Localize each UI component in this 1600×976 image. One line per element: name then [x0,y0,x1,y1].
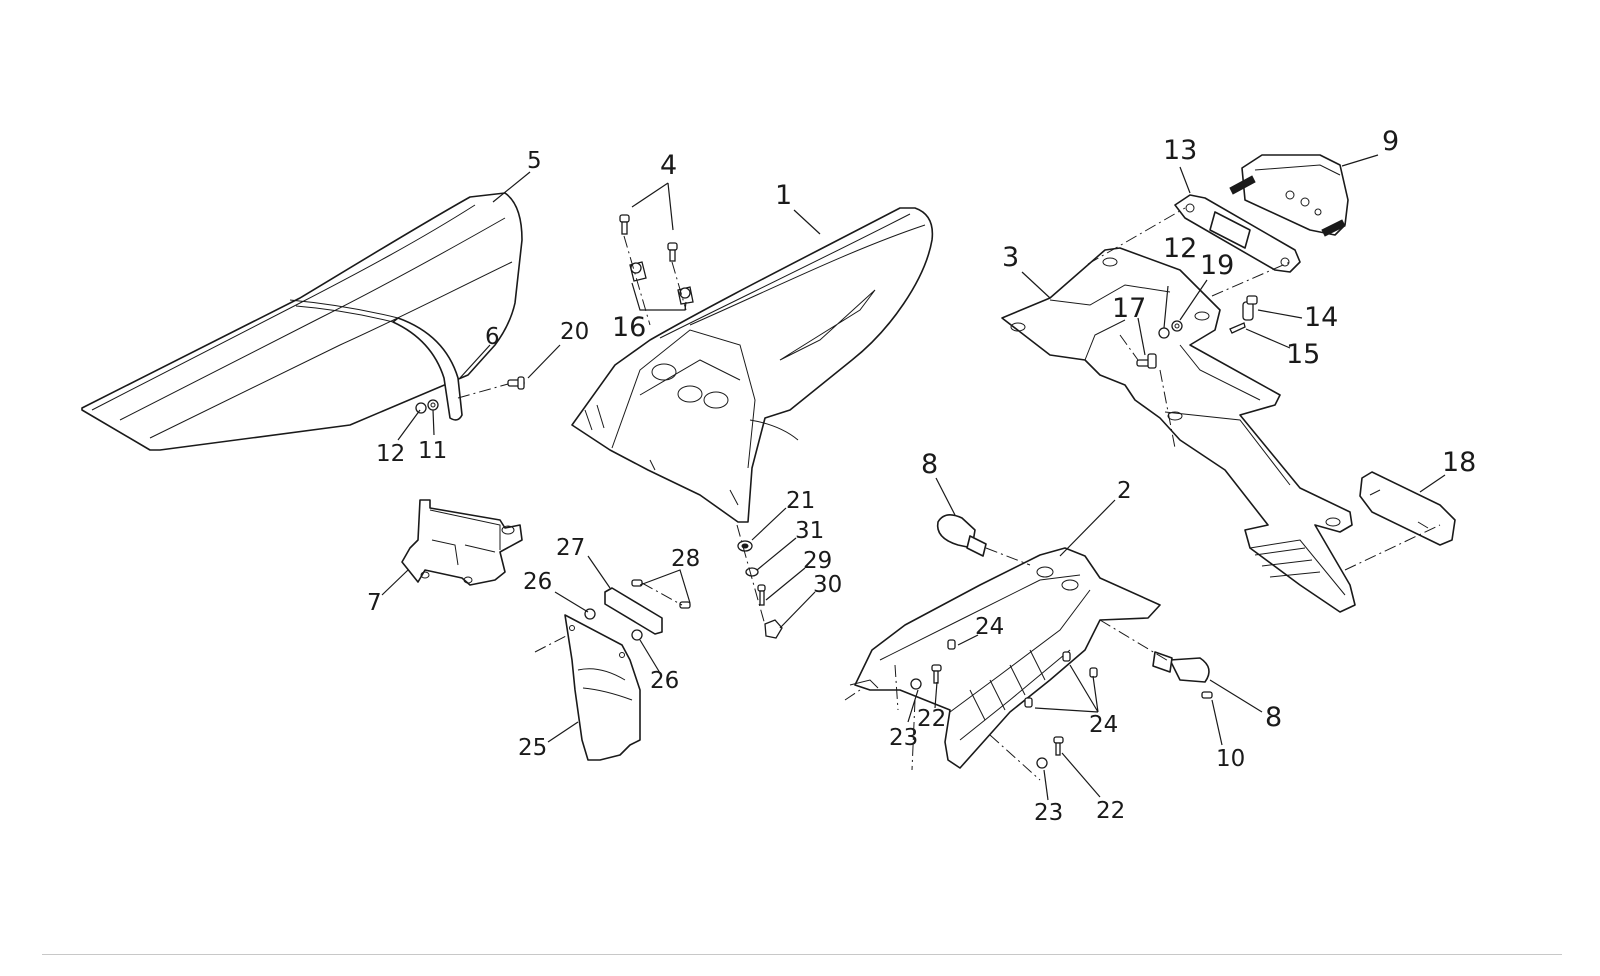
callout-9: 9 [1382,126,1399,157]
part-mud-flap [564,614,641,761]
callout-31: 31 [795,518,824,544]
callout-13: 13 [1163,135,1197,166]
part-rear-fender [571,207,934,523]
callout-23-lower: 23 [1034,800,1063,826]
part-tail-light [1229,154,1349,237]
callout-29: 29 [803,548,832,574]
callout-12-holder: 12 [1163,233,1197,264]
part-bracket [401,499,523,586]
hardware [415,214,1258,769]
callout-12-seat: 12 [376,441,405,467]
callout-6: 6 [485,324,500,350]
footer-divider [42,954,1562,955]
callout-labels: 1 2 3 4 5 6 7 8 8 9 10 11 12 12 13 14 15… [367,126,1476,826]
callout-1: 1 [775,180,792,211]
part-seat [81,192,523,451]
callout-23-upper: 23 [889,725,918,751]
assembly-centerlines [457,207,1441,781]
callout-8-upper: 8 [921,449,938,480]
callout-22-upper: 22 [917,706,946,732]
part-turn-signal-left [936,514,987,557]
callout-14: 14 [1304,302,1338,333]
part-reflector [1359,471,1456,546]
callout-22-lower: 22 [1096,798,1125,824]
callout-8-lower: 8 [1265,702,1282,733]
callout-11: 11 [418,438,447,464]
part-license-plate-holder [1001,247,1356,613]
callout-24-upper: 24 [975,614,1004,640]
callout-7: 7 [367,590,382,616]
callout-28: 28 [671,546,700,572]
callout-24-lower: 24 [1089,712,1118,738]
callout-19: 19 [1200,250,1234,281]
callout-3: 3 [1002,242,1019,273]
callout-27: 27 [556,535,585,561]
callout-18: 18 [1442,447,1476,478]
callout-4: 4 [660,150,677,181]
part-light-gasket [1174,194,1301,273]
callout-5: 5 [527,148,542,174]
part-turn-signal-right [1152,651,1210,683]
callout-20: 20 [560,319,589,345]
callout-26-left: 26 [523,569,552,595]
callout-10: 10 [1216,746,1245,772]
part-plate [604,587,663,635]
leader-lines [381,154,1446,801]
callout-16: 16 [612,312,646,343]
callout-30: 30 [813,572,842,598]
callout-17: 17 [1112,293,1146,324]
callout-25: 25 [518,735,547,761]
callout-26-right: 26 [650,668,679,694]
callout-2: 2 [1117,478,1132,504]
callout-21: 21 [786,488,815,514]
callout-15: 15 [1286,339,1320,370]
